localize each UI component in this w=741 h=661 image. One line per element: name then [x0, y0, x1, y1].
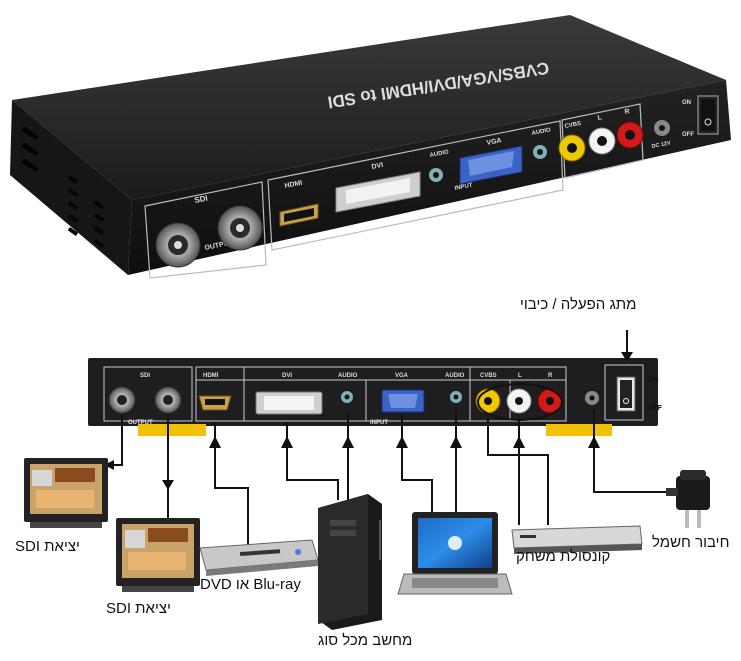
device-sdi-label: SDI [194, 194, 209, 205]
panel-power-frame [604, 364, 644, 421]
device-off-label: OFF [682, 132, 694, 138]
arrow-audio-laptop [450, 436, 462, 448]
device-vga-port [459, 145, 523, 185]
panel-hdmi-port [198, 395, 232, 411]
arrow-rca [513, 436, 525, 448]
arrow-audio-pc [342, 436, 354, 448]
device-l-label: L [597, 114, 603, 122]
device-audio-label-1: AUDIO [429, 149, 449, 159]
label-sdi-output-1: יציאת SDI [15, 538, 80, 555]
panel-dvi-port [255, 391, 323, 415]
highlight-dc-input [546, 424, 612, 436]
arrow-dvi [281, 436, 293, 448]
panel-audio-label-1: AUDIO [338, 373, 358, 379]
flat-panel: SDI OUTPUT HDMI DVI AUDIO VGA AUDIO CVBS… [88, 358, 663, 436]
panel-audio-label-2: AUDIO [445, 373, 465, 379]
device-on-label: ON [682, 100, 691, 106]
panel-input-frame [195, 366, 567, 422]
panel-output-label: OUTPUT [128, 420, 153, 426]
arrow-heads [104, 352, 633, 490]
vent-slots [21, 126, 105, 249]
arrow-sdi-1 [104, 460, 114, 470]
device-cvbs-label: CVBS [564, 121, 582, 130]
panel-cvbs-label: CVBS [480, 373, 497, 379]
arrow-switch [621, 352, 633, 362]
device-vga-label: VGA [486, 137, 502, 147]
panel-vga-port [381, 389, 425, 413]
pc-tower [318, 494, 382, 630]
line-hdmi [214, 422, 249, 545]
device-dvi-port [335, 171, 421, 213]
panel-bnc-2 [154, 386, 182, 414]
panel-r-label: R [548, 373, 553, 379]
panel-sdi-frame [103, 366, 193, 422]
panel-rca-left [506, 388, 532, 414]
label-pc: מחשב מכל סוג [318, 632, 413, 649]
line-dvi [286, 422, 339, 500]
sdi-monitor-2 [116, 518, 200, 592]
device-rca-right [616, 121, 644, 149]
device-input-label: INPUT [454, 183, 473, 192]
device-dc-label: DC 12V [651, 140, 671, 150]
device-hdmi-label: HDMI [284, 180, 303, 190]
panel-hdmi-label: HDMI [203, 373, 219, 379]
device-audio-jack-1 [429, 168, 443, 182]
device-power-switch [697, 95, 719, 135]
game-console [511, 525, 643, 554]
label-game-console: קונסולת משחק [516, 548, 611, 565]
power-adapter [666, 470, 710, 528]
laptop [397, 512, 513, 595]
panel-sdi-label: SDI [140, 373, 150, 379]
label-bluray-dvd: Blu-ray או DVD [200, 576, 301, 593]
panel-audio-jack-1 [341, 391, 353, 403]
device-audio-jack-2 [533, 145, 547, 159]
connection-lines [112, 330, 670, 545]
device-bnc-connector-1 [155, 222, 201, 268]
device-audio-label-2: AUDIO [531, 127, 551, 137]
arrow-vga [396, 436, 408, 448]
panel-rca-cvbs [475, 388, 501, 414]
highlight-sdi-output [138, 424, 206, 436]
sdi-monitor-1 [24, 458, 108, 528]
panel-vga-label: VGA [395, 373, 409, 379]
arrow-hdmi [209, 436, 221, 448]
arrow-power [588, 436, 600, 448]
dvd-player [199, 539, 319, 576]
device-3d: CVBS/VGA/DVI/HDMI to SDI SDI OUTPUT HDMI… [10, 15, 731, 279]
line-sdi-1 [112, 414, 123, 466]
panel-dc-jack [585, 391, 599, 405]
line-vga [401, 414, 433, 512]
device-dc-jack [654, 120, 670, 136]
panel-on-label: ON [648, 377, 659, 384]
device-hdmi-port [279, 203, 319, 227]
device-r-label: R [624, 108, 630, 116]
panel-power-switch [616, 376, 636, 412]
panel-l-label: L [518, 373, 522, 379]
panel-input-label: INPUT [370, 420, 388, 426]
device-rca-cvbs [558, 134, 586, 162]
device-top-surface [12, 15, 726, 200]
panel-audio-jack-2 [450, 391, 462, 403]
device-bnc-connector-2 [217, 205, 263, 251]
panel-bnc-1 [108, 386, 136, 414]
arrow-sdi-2 [162, 480, 174, 490]
panel-rca-right [537, 388, 563, 414]
panel-dvi-label: DVI [282, 373, 292, 379]
panel-off-label: OFF [648, 405, 663, 412]
label-power-supply: חיבור חשמל [652, 534, 730, 551]
device-rca-left [588, 127, 616, 155]
device-dvi-label: DVI [371, 162, 384, 171]
label-power-switch: מתג הפעלה / כיבוי [520, 296, 637, 313]
label-sdi-output-2: יציאת SDI [106, 600, 171, 617]
